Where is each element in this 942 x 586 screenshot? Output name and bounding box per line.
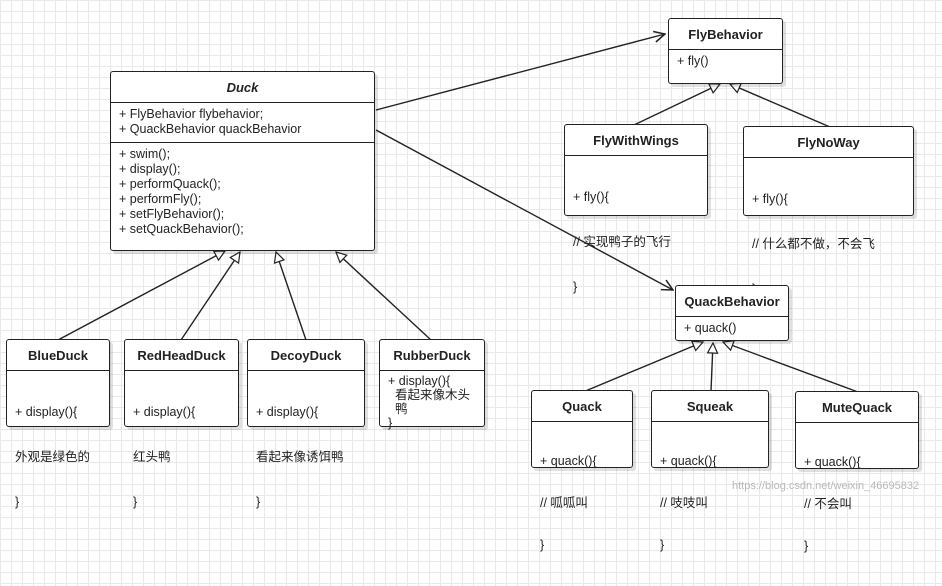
quackbehavior-class-name: QuackBehavior (676, 286, 788, 317)
code-line: + quack(){ (804, 455, 861, 469)
mutequack-class-name: MuteQuack (796, 392, 918, 423)
code-line: 红头鸭 (133, 450, 171, 464)
code-line: + display(){ (133, 405, 196, 419)
code-line: // 吱吱叫 (660, 496, 708, 510)
inherit-redheadduck (180, 252, 240, 341)
code-line: // 呱呱叫 (540, 496, 588, 510)
method: + display(); (119, 162, 181, 176)
squeak-class-name: Squeak (652, 391, 768, 422)
duck-class-name: Duck (111, 72, 374, 103)
assoc-duck-flybehavior (375, 34, 665, 111)
squeak-class[interactable]: Squeak + quack(){ // 吱吱叫 } (651, 390, 769, 552)
code-line: + display(){ (15, 405, 78, 419)
flynoway-class-name: FlyNoWay (744, 127, 913, 158)
code-line: // 实现鸭子的飞行 (573, 235, 671, 249)
decoyduck-body: + display(){ 看起来像诱饵鸭 } (248, 371, 364, 545)
code-line: 看起来像木头鸭 (395, 388, 471, 416)
relationship-arrows (57, 0, 859, 393)
assoc-duck-quackbehavior (375, 129, 673, 290)
code-line: } (573, 280, 578, 294)
impl-squeak (711, 343, 713, 392)
flybehavior-class[interactable]: FlyBehavior + fly() (668, 18, 783, 84)
code-line: 看起来像诱饵鸭 (256, 450, 344, 464)
redheadduck-class-name: RedHeadDuck (125, 340, 238, 371)
code-line: } (256, 495, 261, 509)
flybehavior-methods: + fly() (669, 50, 782, 74)
flywithwings-body: + fly(){ // 实现鸭子的飞行 } (565, 156, 707, 330)
code-line: } (15, 495, 20, 509)
impl-quack (582, 342, 703, 393)
flybehavior-class-name: FlyBehavior (669, 19, 782, 50)
flywithwings-class[interactable]: FlyWithWings + fly(){ // 实现鸭子的飞行 } (564, 124, 708, 294)
duck-fields: + FlyBehavior flybehavior; + QuackBehavi… (111, 103, 374, 142)
rubberduck-class-name: RubberDuck (380, 340, 484, 371)
duck-methods: + swim(); + display(); + performQuack();… (111, 142, 374, 242)
method: + setQuackBehavior(); (119, 222, 244, 236)
blueduck-class-name: BlueDuck (7, 340, 109, 371)
method: + fly() (677, 54, 709, 68)
mutequack-body: + quack(){ // 不会叫 } (796, 423, 918, 586)
decoyduck-class[interactable]: DecoyDuck + display(){ 看起来像诱饵鸭 } (247, 339, 365, 509)
code-line: + fly(){ (752, 192, 788, 206)
code-line: } (660, 538, 665, 552)
field: + QuackBehavior quackBehavior (119, 122, 302, 136)
field: + FlyBehavior flybehavior; (119, 107, 264, 121)
quackbehavior-methods: + quack() (676, 317, 788, 341)
quackbehavior-class[interactable]: QuackBehavior + quack() (675, 285, 789, 341)
rubberduck-class[interactable]: RubberDuck + display(){ 看起来像木头鸭 } (379, 339, 485, 430)
method: + performQuack(); (119, 177, 221, 191)
code-line: + display(){ (256, 405, 319, 419)
decoyduck-class-name: DecoyDuck (248, 340, 364, 371)
code-line: 外观是绿色的 (15, 450, 91, 464)
flywithwings-class-name: FlyWithWings (565, 125, 707, 156)
code-line: + quack(){ (660, 454, 717, 468)
code-line: + quack(){ (540, 454, 597, 468)
code-line: // 什么都不做，不会飞 (752, 237, 875, 251)
blueduck-class[interactable]: BlueDuck + display(){ 外观是绿色的 } (6, 339, 110, 509)
inherit-blueduck (57, 251, 225, 341)
code-line: } (540, 538, 545, 552)
rubberduck-body: + display(){ 看起来像木头鸭 } (380, 371, 484, 435)
method: + performFly(); (119, 192, 202, 206)
impl-flynoway (730, 84, 831, 128)
code-line: + display(){ (388, 374, 451, 388)
impl-mutequack (723, 342, 859, 393)
code-line: + fly(){ (573, 190, 609, 204)
quack-class[interactable]: Quack + quack(){ // 呱呱叫 } (531, 390, 633, 552)
redheadduck-class[interactable]: RedHeadDuck + display(){ 红头鸭 } (124, 339, 239, 509)
duck-class[interactable]: Duck + FlyBehavior flybehavior; + QuackB… (110, 71, 375, 251)
method: + setFlyBehavior(); (119, 207, 225, 221)
inherit-decoyduck (276, 252, 307, 341)
flynoway-class[interactable]: FlyNoWay + fly(){ // 什么都不做，不会飞 } (743, 126, 914, 296)
quack-class-name: Quack (532, 391, 632, 422)
code-line: } (133, 495, 138, 509)
blueduck-body: + display(){ 外观是绿色的 } (7, 371, 109, 545)
quack-body: + quack(){ // 呱呱叫 } (532, 422, 632, 585)
impl-flywithwings (633, 84, 720, 126)
inherit-rubberduck (336, 252, 432, 341)
redheadduck-body: + display(){ 红头鸭 } (125, 371, 238, 545)
squeak-body: + quack(){ // 吱吱叫 } (652, 422, 768, 585)
code-line: } (804, 539, 809, 553)
watermark: https://blog.csdn.net/weixin_46695832 (732, 480, 920, 492)
mutequack-class[interactable]: MuteQuack + quack(){ // 不会叫 } (795, 391, 919, 553)
code-line: } (388, 416, 393, 430)
method: + quack() (684, 321, 737, 335)
code-line: // 不会叫 (804, 497, 852, 511)
method: + swim(); (119, 147, 171, 161)
